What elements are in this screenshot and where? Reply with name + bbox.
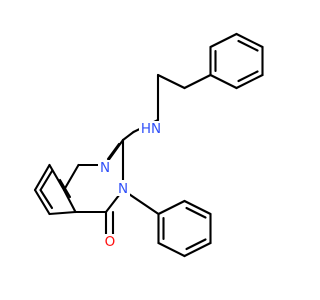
bond — [209, 32, 238, 49]
quinazolinone-core — [33, 138, 125, 237]
bond — [237, 70, 259, 83]
bond — [235, 73, 264, 90]
bond — [62, 163, 80, 192]
atom-n-ring1: N — [98, 160, 112, 176]
bond — [39, 188, 54, 210]
bond — [157, 199, 186, 216]
atom-oxygen: O — [102, 234, 118, 252]
bottom-phenyl-ring — [121, 188, 212, 258]
bond — [33, 163, 51, 192]
bond — [121, 130, 135, 142]
bond — [58, 178, 72, 199]
bond — [183, 73, 212, 90]
bond — [106, 142, 121, 161]
atom-label-n: N — [100, 160, 110, 176]
atom-n-ring3: N — [116, 180, 130, 197]
bond — [156, 73, 186, 90]
molecule-structure: N N HN O — [33, 32, 264, 258]
bond — [33, 188, 51, 216]
bond — [185, 238, 207, 251]
bond — [39, 169, 54, 192]
ethyl-linker — [121, 73, 212, 142]
bond — [237, 39, 259, 52]
bond — [48, 210, 77, 216]
atom-label-nh: HN — [141, 121, 161, 137]
bond — [209, 73, 238, 90]
bond — [183, 241, 212, 258]
atom-label-n: N — [118, 181, 128, 197]
atom-nh: HN — [139, 121, 163, 137]
atom-label-o: O — [105, 234, 116, 250]
bond — [62, 188, 77, 214]
bond — [157, 241, 186, 258]
bond — [48, 163, 66, 192]
top-phenyl-ring — [209, 32, 264, 90]
bond — [235, 32, 264, 49]
bond — [183, 199, 212, 216]
bond — [185, 206, 207, 219]
